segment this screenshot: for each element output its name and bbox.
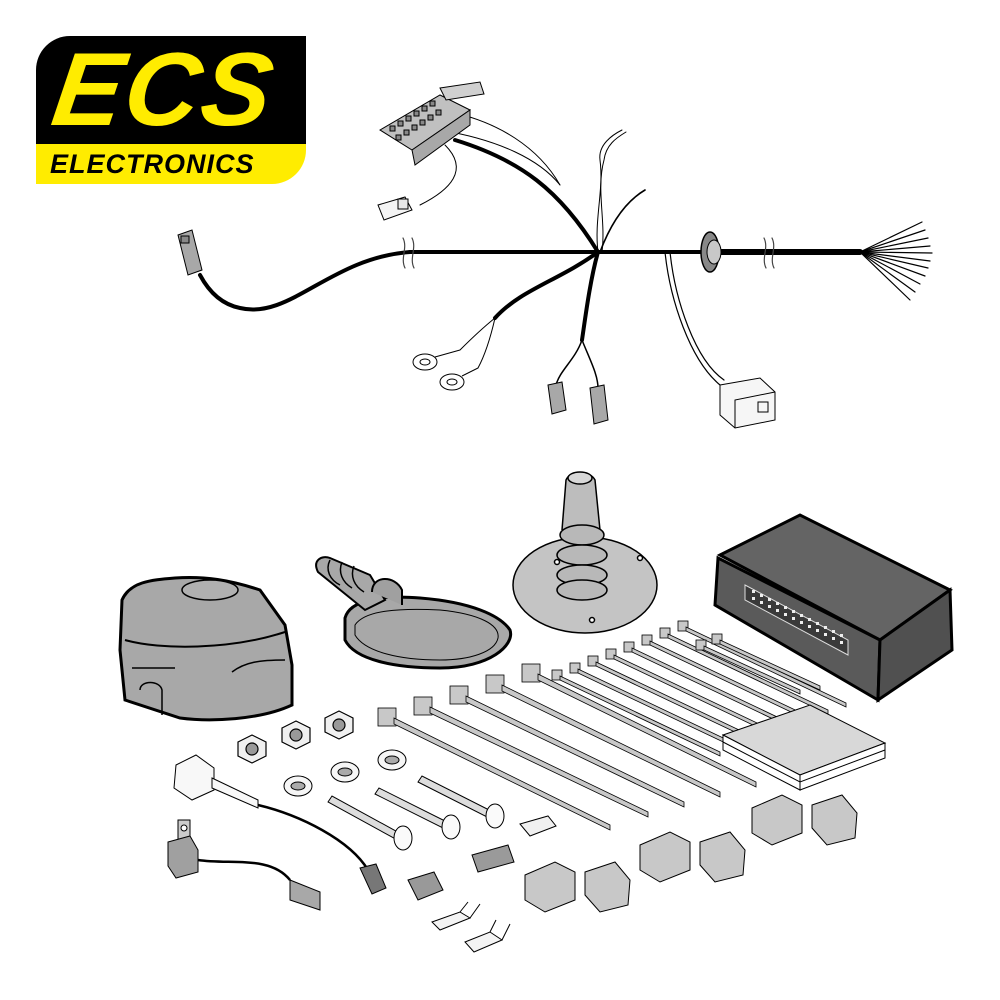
white-connector xyxy=(377,196,413,221)
small-connectors xyxy=(407,815,557,901)
control-module xyxy=(713,513,954,703)
blade-terminals xyxy=(431,901,511,953)
fuse-holder xyxy=(173,754,387,895)
relay-connector xyxy=(719,377,776,429)
adhesive-pad xyxy=(721,704,887,791)
buzzer xyxy=(167,819,321,911)
cable-ties-short xyxy=(551,620,847,757)
logo-subtitle: ELECTRONICS xyxy=(50,149,255,179)
ring-terminals xyxy=(412,349,479,391)
ecs-logo: ECS ELECTRONICS xyxy=(36,32,306,184)
logo-black-panel xyxy=(36,36,306,144)
left-grey-connector xyxy=(177,229,203,276)
hex-nuts xyxy=(237,710,354,764)
rubber-gasket xyxy=(315,556,513,670)
harness-grommet xyxy=(700,231,722,273)
wiring-harness xyxy=(198,109,933,389)
bolts xyxy=(327,775,505,851)
lock-washers xyxy=(283,749,407,797)
13-pin-socket xyxy=(118,576,294,722)
scotch-lock-connectors xyxy=(524,794,858,913)
cable-ties-long xyxy=(377,663,757,831)
grey-plug-connectors xyxy=(547,381,609,425)
logo-yellow-band xyxy=(36,144,306,184)
multipin-connector xyxy=(379,81,485,166)
cable-boot-grommet xyxy=(512,471,658,634)
